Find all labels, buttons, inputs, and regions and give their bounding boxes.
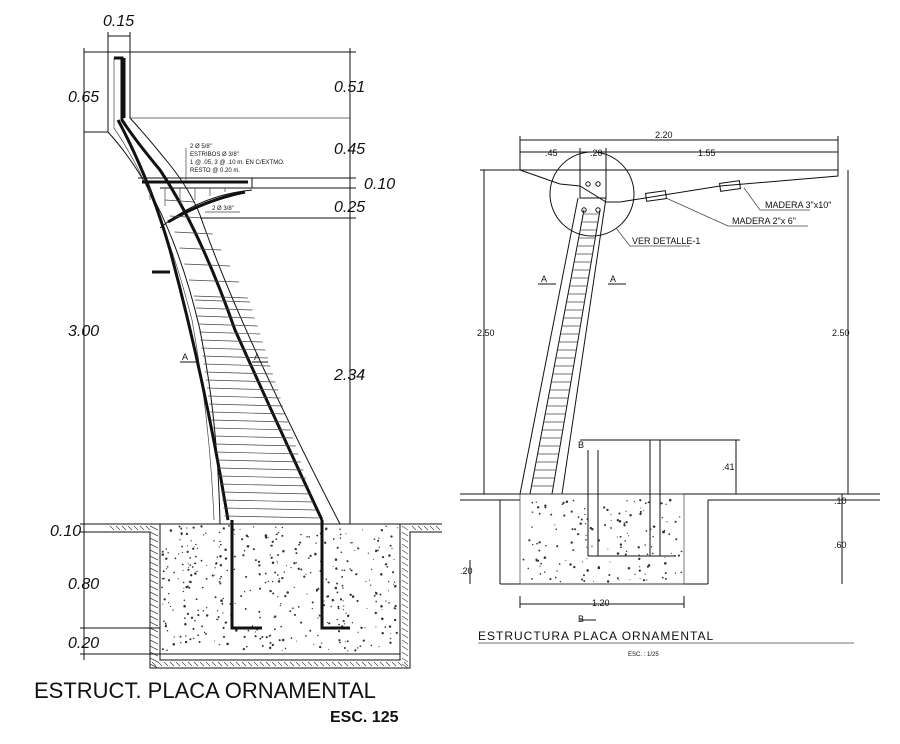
dim-010: 0.10 xyxy=(364,176,395,193)
dim-r-120: 1.20 xyxy=(592,598,610,608)
note-line2: ESTRIBOS Ø 3/8" xyxy=(190,152,239,158)
leaders xyxy=(615,187,810,247)
note-bar: 2 Ø 3/8" xyxy=(212,206,234,212)
dimension-lines-left xyxy=(80,32,356,660)
left-title: ESTRUCT. PLACA ORNAMENTAL xyxy=(34,678,376,703)
reinforcement-notes: 2 Ø 5/8" ESTRIBOS Ø 3/8" 1 @ .05, 3 @ .1… xyxy=(185,144,285,213)
dim-r-250-left: 2.50 xyxy=(477,328,495,338)
dim-r-020: .20 xyxy=(590,148,603,158)
column-outline xyxy=(107,51,350,630)
section-b-bottom: B xyxy=(578,614,584,624)
detail-circle xyxy=(549,151,635,237)
dim-065: 0.65 xyxy=(68,89,99,106)
dim-base-020: 0.20 xyxy=(68,635,99,652)
dim-051: 0.51 xyxy=(334,79,365,96)
dim-top-width: 0.15 xyxy=(103,13,134,30)
dim-300: 3.00 xyxy=(68,323,99,340)
dim-r-010: .10 xyxy=(834,496,847,506)
dim-r-045: .45 xyxy=(545,148,558,158)
note-line1: 2 Ø 5/8" xyxy=(190,144,212,150)
section-a-left-r: A xyxy=(541,274,547,284)
slanted-post xyxy=(519,197,607,495)
dim-r-041: .41 xyxy=(722,462,735,472)
rebar-b xyxy=(580,439,740,621)
section-a-right-r: A xyxy=(610,274,616,284)
dim-r-155: 1.55 xyxy=(698,148,716,158)
right-elevation: A A B B 2.20 .45 .20 1.55 2.50 2.50 .41 … xyxy=(460,130,880,658)
note-line3: 1 @ .05, 3 @ .10 m. EN C/EXTMO. xyxy=(190,160,285,166)
dim-r-060: .60 xyxy=(834,540,847,550)
dim-base-010: 0.10 xyxy=(50,523,81,540)
right-scale: ESC. : 1/25 xyxy=(628,652,659,658)
post-head xyxy=(579,169,607,199)
dim-r-total: 2.20 xyxy=(655,130,673,140)
section-marks-left: A A xyxy=(180,352,268,363)
dim-base-080: 0.80 xyxy=(68,576,99,593)
cantilever-arm xyxy=(130,117,350,229)
ground-line-right xyxy=(460,493,880,585)
footing-right xyxy=(519,493,685,585)
dim-045: 0.45 xyxy=(334,141,365,158)
right-title: ESTRUCTURA PLACA ORNAMENTAL xyxy=(478,629,714,643)
left-scale: ESC. 125 xyxy=(330,709,399,726)
label-madera-2x6: MADERA 2"x 6" xyxy=(732,216,796,226)
dim-r-250-right: 2.50 xyxy=(832,328,850,338)
sign-plank xyxy=(519,169,839,203)
concrete-speckle xyxy=(161,525,399,652)
label-ver-detalle: VER DETALLE-1 xyxy=(632,236,700,246)
dim-025: 0.25 xyxy=(334,199,365,216)
label-madera-3x10: MADERA 3"x10" xyxy=(765,200,831,210)
left-elevation: A A 0.15 0.65 0.51 0.45 0.10 0.25 xyxy=(34,13,442,726)
stirrups xyxy=(164,199,319,519)
section-b-top: B xyxy=(578,440,584,450)
concrete-speckle-right xyxy=(522,498,683,583)
ground-hatch xyxy=(108,523,442,669)
dimension-lines-right xyxy=(469,136,849,608)
note-line4: RESTO @ 0.20 m. xyxy=(190,168,240,174)
dim-r-020b: .20 xyxy=(460,566,473,576)
dim-234: 2.34 xyxy=(333,367,365,384)
section-a-right: A xyxy=(254,352,260,362)
footing xyxy=(159,523,401,655)
section-a-left: A xyxy=(182,352,188,362)
